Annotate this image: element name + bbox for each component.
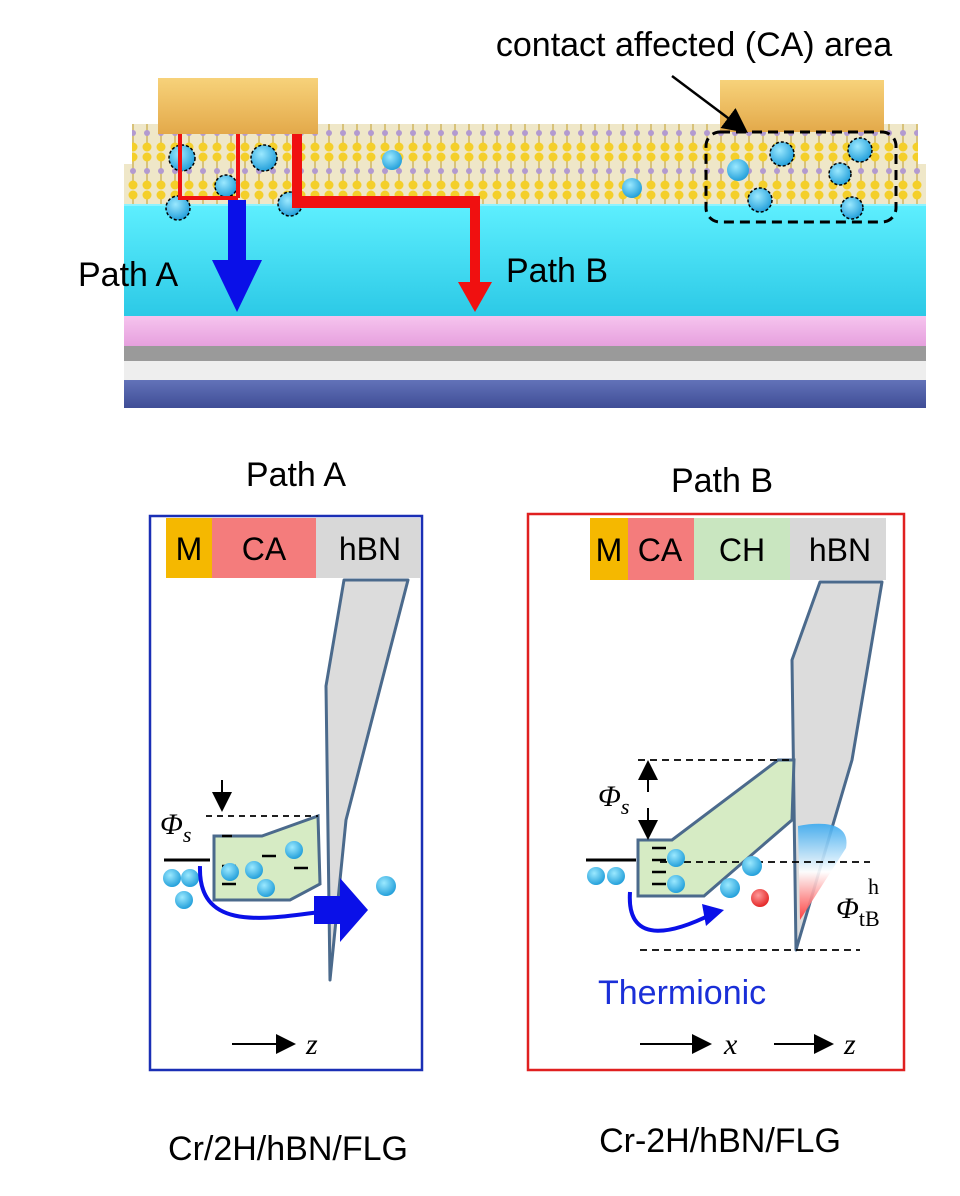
graphene-layer	[124, 316, 926, 346]
panel-a: Path A M CA hBN Φs	[148, 456, 424, 1168]
ca-area-label: contact affected (CA) area	[496, 26, 892, 64]
panel-b-x-label: x	[723, 1028, 738, 1061]
tmd-lattice-bottom	[124, 164, 926, 204]
panel-a-z-label: z	[305, 1028, 318, 1061]
gray-layer	[124, 360, 926, 380]
gray-edge	[124, 345, 926, 361]
panel-b-seg-hbn	[790, 518, 886, 580]
panel-b-title: Path B	[671, 462, 773, 500]
panel-b-seg-ch	[694, 518, 790, 580]
panel-a-seg-ca	[212, 518, 316, 578]
panel-b-z-label: z	[843, 1028, 856, 1061]
panel-a-m-label: M	[176, 531, 203, 567]
panel-b-thermionic-curve	[627, 891, 713, 933]
device-illustration: contact affected (CA) area Path A Path B	[78, 26, 926, 408]
panel-a-ions	[163, 841, 396, 909]
panel-b-ch-label: CH	[719, 532, 765, 568]
panel-b-ca-label: CA	[638, 532, 683, 568]
path-b-arrow	[292, 134, 492, 312]
panel-a-seg-hbn	[316, 518, 420, 578]
panel-a-hbn-label: hBN	[339, 531, 401, 567]
panel-b: Path B M CA CH hBN Φs ΦtB h	[526, 462, 906, 1160]
panel-a-caption: Cr/2H/hBN/FLG	[168, 1130, 408, 1168]
drifting-ion	[622, 178, 642, 198]
ion-group-right	[727, 137, 873, 220]
path-a-label-top: Path A	[78, 256, 179, 294]
panel-a-transport-curve	[197, 865, 321, 920]
drifting-ion	[382, 150, 402, 170]
path-b-label-top: Path B	[506, 252, 608, 290]
panel-a-phi-s: Φs	[160, 808, 191, 847]
path-a-arrow	[178, 134, 262, 312]
panel-a-ca-label: CA	[242, 531, 287, 567]
left-gold-contact	[158, 78, 318, 134]
panel-b-phi-s: Φs	[598, 780, 629, 819]
panel-b-seg-metal	[590, 518, 628, 580]
ca-area-box	[704, 130, 898, 224]
panel-b-barrier-gradient	[798, 823, 847, 920]
panel-a-ca-band	[212, 813, 322, 902]
panel-b-m-label: M	[596, 532, 623, 568]
panel-a-title: Path A	[246, 456, 347, 494]
ca-pointer-arrow	[671, 75, 748, 133]
panel-b-hbn-label: hBN	[809, 532, 871, 568]
panel-a-seg-metal	[166, 518, 212, 578]
panel-b-phi-tb: ΦtB	[836, 892, 880, 931]
panel-b-seg-ca	[628, 518, 694, 580]
panel-b-caption: Cr-2H/hBN/FLG	[599, 1122, 841, 1160]
panel-a-big-arrow	[314, 878, 368, 942]
panel-b-ions	[587, 849, 769, 907]
substrate-layer	[124, 378, 926, 408]
panel-b-phi-tb-sup: h	[868, 874, 879, 899]
panel-b-thermionic-label: Thermionic	[598, 974, 766, 1012]
right-gold-contact	[720, 80, 884, 132]
